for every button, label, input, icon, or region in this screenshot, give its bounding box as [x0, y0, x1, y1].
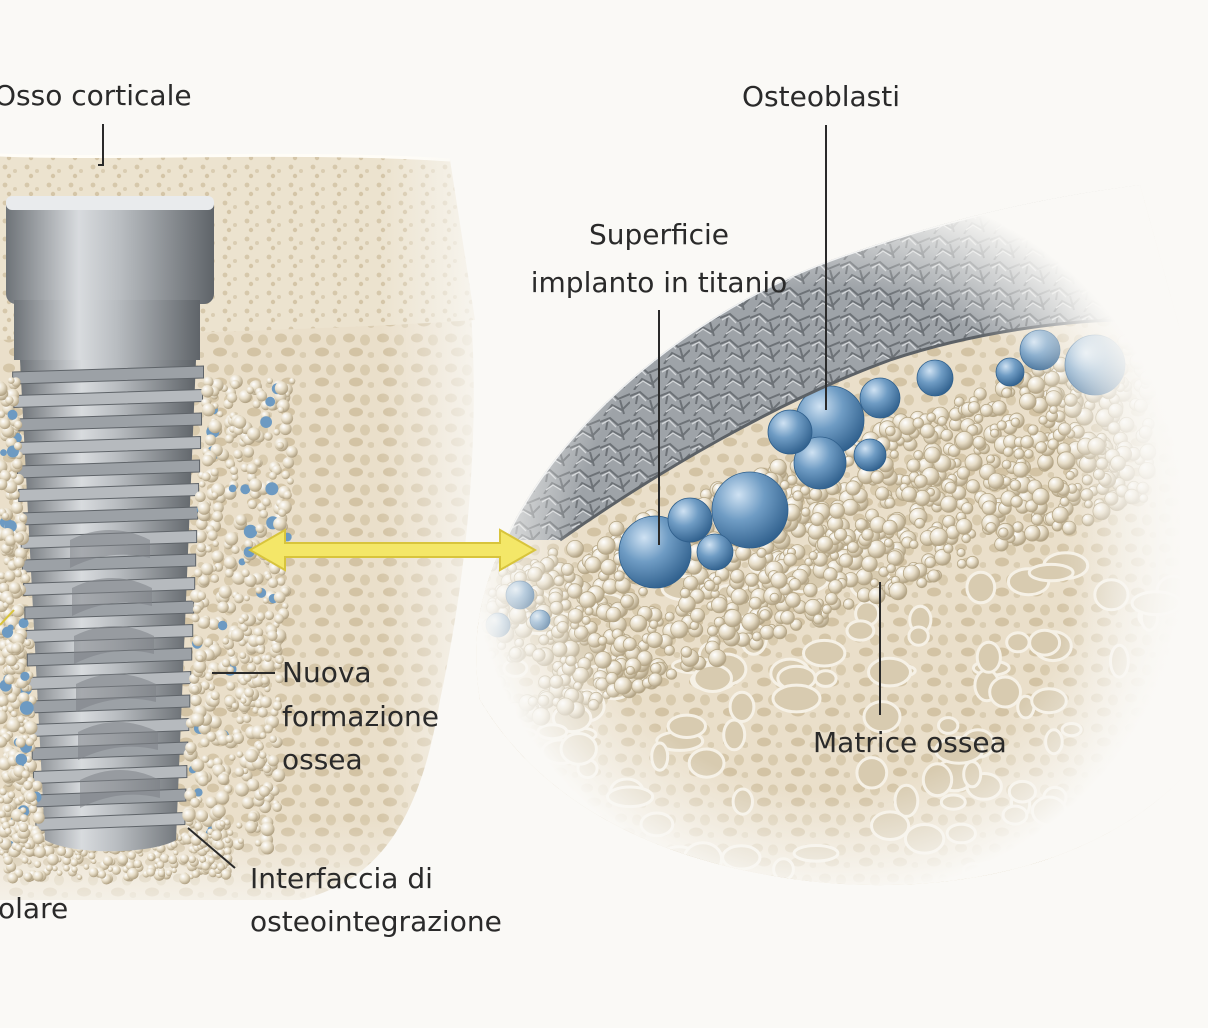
label-bone-matrix: Matrice ossea [813, 726, 1007, 759]
titanium-implant [6, 196, 214, 852]
label-interface-line2: osteointegrazione [250, 905, 502, 938]
label-implant-surface-line1: Superficie [588, 218, 730, 251]
label-new-bone-line1: Nuova [282, 656, 372, 689]
label-trabecular-partial: olare [0, 892, 69, 925]
leader-lines [0, 124, 881, 869]
label-new-bone-line3: ossea [282, 743, 363, 776]
new-bone-particles-front [0, 376, 226, 852]
label-osteoblasts: Osteoblasti [742, 80, 901, 113]
label-implant-surface-line2: implanto in titanio [530, 266, 788, 299]
label-new-bone-line2: formazione [282, 700, 440, 733]
label-cortical-bone: Osso corticale [0, 79, 192, 112]
double-headed-arrow-icon [247, 528, 538, 572]
label-interface-line1: Interfaccia di [250, 862, 433, 895]
implant-threads [12, 365, 204, 832]
